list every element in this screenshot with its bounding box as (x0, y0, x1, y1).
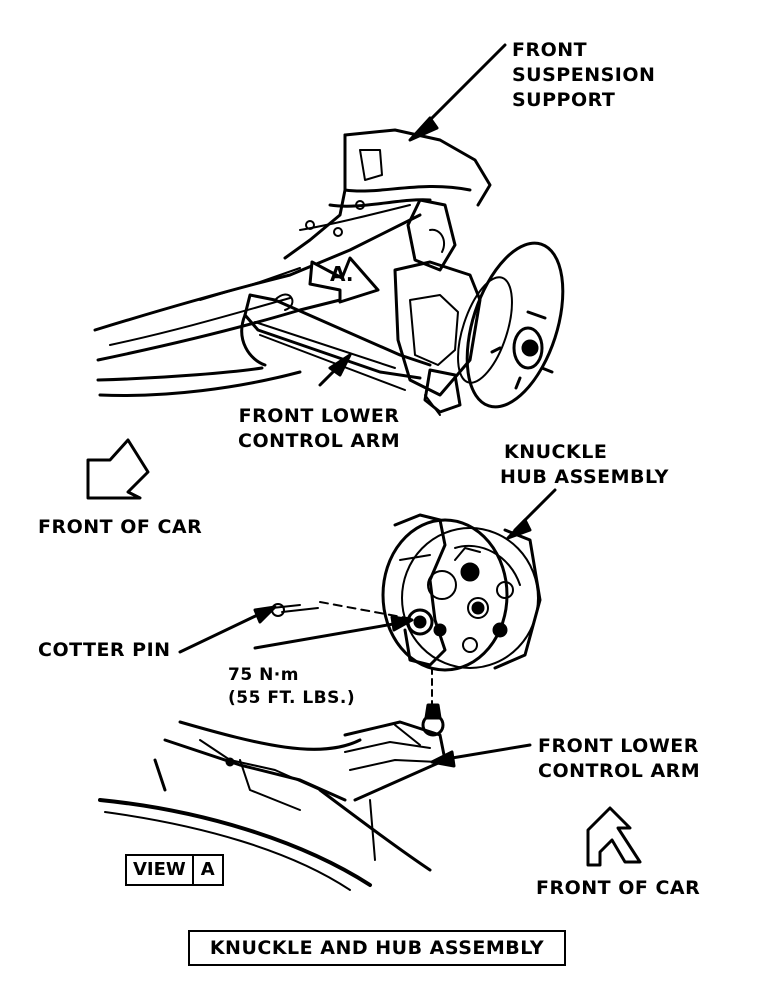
leader-arrows-bottom (178, 488, 557, 768)
front-lower-control-arm-label-bottom: FRONT LOWER CONTROL ARM (538, 734, 700, 784)
view-word: VIEW (133, 859, 186, 880)
torque-spec-label: 75 N·m (55 FT. LBS.) (228, 664, 355, 710)
label-line: KNUCKLE (504, 441, 608, 463)
view-letter: A (191, 856, 222, 884)
label-line: CONTROL ARM (538, 760, 701, 782)
label-line: HUB ASSEMBLY (500, 466, 669, 488)
label-line: FRONT LOWER (538, 735, 699, 757)
front-of-car-arrow-right (586, 806, 642, 867)
cotter-pin-label: COTTER PIN (38, 639, 171, 661)
view-a-callout-text: A. (330, 262, 354, 286)
view-a-badge: VIEW A (125, 854, 224, 886)
label-line: SUSPENSION (512, 64, 656, 86)
label-line: SUPPORT (512, 89, 616, 111)
front-suspension-support-label: FRONT SUSPENSION SUPPORT (512, 38, 655, 113)
label-line: FRONT LOWER (238, 405, 400, 427)
knuckle-hub-assembly-label: KNUCKLE HUB ASSEMBLY (500, 440, 669, 490)
front-suspension-support-drawing (93, 128, 565, 416)
label-line: FRONT (512, 39, 588, 61)
view-a-callout-arrow (308, 256, 380, 304)
knuckle-hub-drawing (98, 513, 542, 891)
front-of-car-arrow-left (86, 438, 150, 500)
leader-arrows-top (318, 43, 507, 387)
front-of-car-label-left: FRONT OF CAR (38, 516, 203, 538)
front-lower-control-arm-label-top: FRONT LOWER CONTROL ARM (238, 404, 400, 454)
caption-box: KNUCKLE AND HUB ASSEMBLY (188, 930, 566, 966)
label-line: CONTROL ARM (238, 430, 401, 452)
label-line: 75 N·m (228, 665, 299, 685)
front-of-car-label-right: FRONT OF CAR (536, 877, 701, 899)
label-line: (55 FT. LBS.) (228, 688, 356, 708)
